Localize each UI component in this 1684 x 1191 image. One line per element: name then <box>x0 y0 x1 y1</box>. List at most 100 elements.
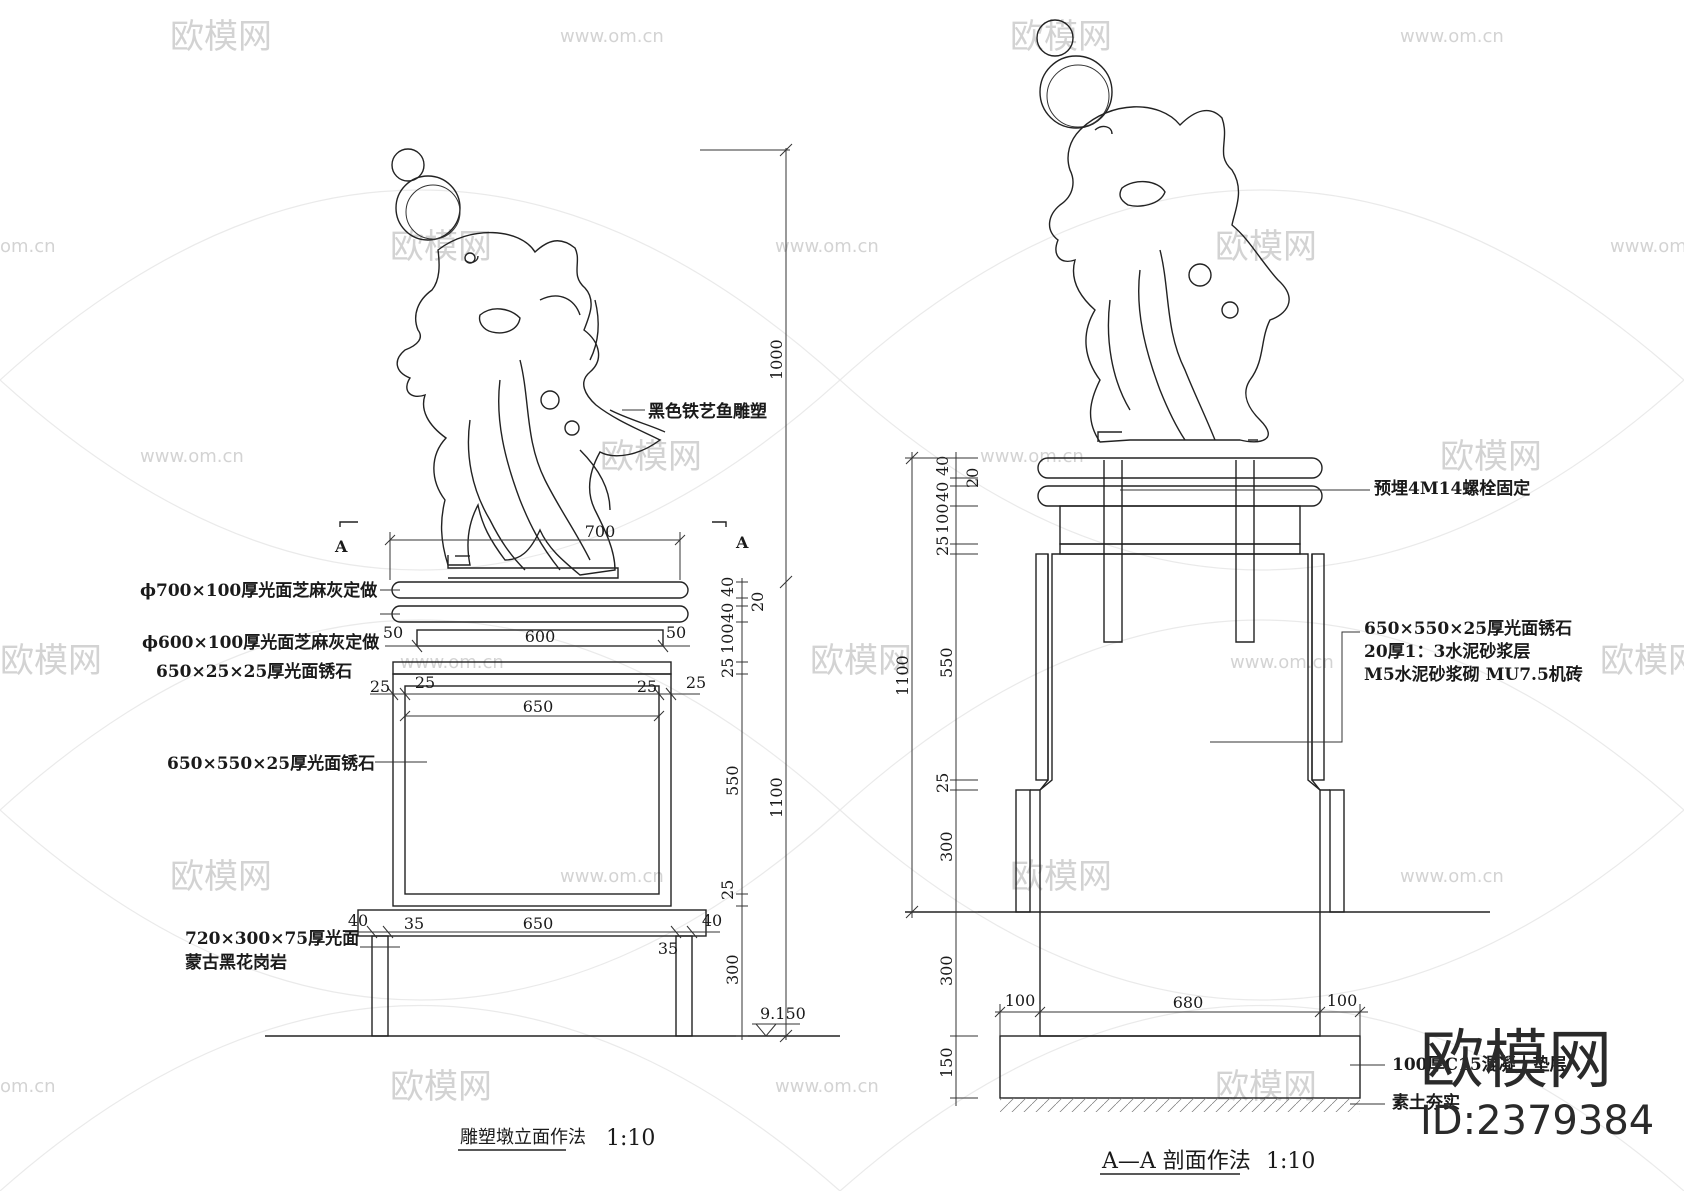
section-annotations: 预埋4M14螺栓固定 650×550×25厚光面锈石 20厚1：3水泥砂浆层 M… <box>1120 478 1583 1113</box>
dim-700: 700 <box>585 522 616 541</box>
elevation-view: 700 A A 50 600 50 25 25 25 25 <box>140 143 840 1151</box>
section-title: A—A 剖面作法 1:10 <box>1100 1149 1315 1175</box>
label-granite-2: 蒙古黑花岗岩 <box>185 952 287 973</box>
svg-text:40: 40 <box>933 456 952 476</box>
label-sculpture: 黑色铁艺鱼雕塑 <box>648 401 767 422</box>
dimension-chain-upper: 50 600 50 25 25 25 25 650 <box>370 623 706 722</box>
watermark-text: www.om.cn <box>560 26 664 47</box>
elevation-marker: 9.150 <box>760 1004 806 1023</box>
svg-text:680: 680 <box>1173 993 1204 1012</box>
svg-text:25: 25 <box>637 677 657 696</box>
label-650x25: 650×25×25厚光面锈石 <box>156 661 352 682</box>
svg-text:40: 40 <box>718 577 737 597</box>
svg-text:40: 40 <box>702 911 722 930</box>
section-dimension-vertical: 40 20 40 100 25 550 25 300 300 150 1100 <box>893 451 982 1106</box>
watermark-text: 欧模网 <box>1440 437 1542 477</box>
watermark-text: www.om.cn <box>1400 866 1504 887</box>
watermark-text: 欧模网 <box>1010 857 1112 897</box>
elevation-annotations: 黑色铁艺鱼雕塑 ϕ700×100厚光面芝麻灰定做 ϕ600×100厚光面芝麻灰定… <box>140 401 767 973</box>
brand-stamp: 欧模网 ID:2379384 <box>1420 1024 1654 1144</box>
label-concrete: 100厚C15混凝土垫层 <box>1392 1054 1567 1075</box>
svg-text:20: 20 <box>963 468 982 488</box>
section-view: 40 20 40 100 25 550 25 300 300 150 1100 <box>893 19 1583 1175</box>
base-elevation <box>265 581 840 1037</box>
drawing-title: 雕塑墩立面作法 <box>460 1127 586 1148</box>
label-mortar: 20厚1：3水泥砂浆层 <box>1364 641 1530 662</box>
watermark-text: www.om.cn <box>775 1076 879 1097</box>
label-phi700: ϕ700×100厚光面芝麻灰定做 <box>140 580 378 601</box>
label-soil: 素土夯实 <box>1392 1092 1460 1113</box>
drawing-title: A—A 剖面作法 <box>1101 1149 1251 1174</box>
svg-text:600: 600 <box>525 627 556 646</box>
watermark-text: www.om.cn <box>560 866 664 887</box>
svg-text:100: 100 <box>1005 991 1036 1010</box>
svg-text:A: A <box>334 537 348 556</box>
svg-text:1100: 1100 <box>767 777 786 818</box>
watermark-layer: 欧模网 www.om.cn 欧模网 www.om.cn om.cn 欧模网 ww… <box>0 17 1684 1191</box>
svg-text:35: 35 <box>404 914 424 933</box>
svg-text:40: 40 <box>718 603 737 623</box>
watermark-text: www.om.cn <box>775 236 879 257</box>
watermark-text: www.om.cn <box>1610 236 1684 257</box>
watermark-text: www.om.cn <box>1400 26 1504 47</box>
svg-text:550: 550 <box>937 647 956 678</box>
brand-id: ID:2379384 <box>1420 1098 1654 1144</box>
svg-text:300: 300 <box>937 831 956 862</box>
svg-text:35: 35 <box>658 939 678 958</box>
drawing-scale: 1:10 <box>1266 1149 1315 1174</box>
watermark-text: 欧模网 <box>1215 227 1317 267</box>
svg-text:40: 40 <box>933 482 952 502</box>
svg-text:25: 25 <box>686 673 706 692</box>
svg-text:100: 100 <box>933 503 952 534</box>
elevation-title: 雕塑墩立面作法 1:10 <box>458 1126 655 1151</box>
svg-text:A: A <box>735 533 749 552</box>
watermark-text: 欧模网 <box>1010 17 1112 57</box>
watermark-text: www.om.cn <box>980 446 1084 467</box>
watermark-text: 欧模网 <box>600 437 702 477</box>
label-stone: 650×550×25厚光面锈石 <box>1364 618 1572 639</box>
svg-text:100: 100 <box>1327 991 1358 1010</box>
brand-logo-text: 欧模网 <box>1420 1024 1612 1098</box>
svg-text:25: 25 <box>933 773 952 793</box>
label-bolt: 预埋4M14螺栓固定 <box>1374 478 1530 499</box>
svg-text:25: 25 <box>933 536 952 556</box>
svg-text:25: 25 <box>718 880 737 900</box>
dimension-chain-lower: 40 35 650 40 35 <box>345 911 722 958</box>
fish-sculpture-section <box>1036 19 1290 443</box>
svg-text:650: 650 <box>523 697 554 716</box>
section-pier <box>905 460 1490 1112</box>
svg-text:300: 300 <box>937 955 956 986</box>
svg-text:40: 40 <box>348 911 368 930</box>
dimension-700: 700 <box>384 522 686 580</box>
svg-text:550: 550 <box>723 765 742 796</box>
svg-text:25: 25 <box>370 677 390 696</box>
section-dimension-horizontal: 100 680 100 <box>994 991 1368 1036</box>
section-mark-left: A A <box>334 521 749 556</box>
watermark-text: om.cn <box>0 1076 56 1097</box>
watermark-text: om.cn <box>0 236 56 257</box>
watermark-text: 欧模网 <box>390 1067 492 1107</box>
label-brick: M5水泥砂浆砌 MU7.5机砖 <box>1364 664 1583 685</box>
svg-text:50: 50 <box>383 623 403 642</box>
fish-sculpture <box>391 148 666 579</box>
watermark-text: 欧模网 <box>0 641 102 681</box>
dimension-chain-vertical: 40 20 40 100 25 550 25 300 1000 1100 9.1… <box>700 143 806 1043</box>
svg-text:20: 20 <box>748 592 767 612</box>
watermark-text: 欧模网 <box>170 17 272 57</box>
watermark-text: 欧模网 <box>810 641 912 681</box>
watermark-text: 欧模网 <box>170 857 272 897</box>
svg-text:150: 150 <box>937 1047 956 1078</box>
svg-text:50: 50 <box>666 623 686 642</box>
section-cap <box>1037 457 1323 545</box>
watermark-text: 欧模网 <box>1600 641 1684 681</box>
svg-text:1000: 1000 <box>767 339 786 380</box>
watermark-text: www.om.cn <box>140 446 244 467</box>
label-phi600: ϕ600×100厚光面芝麻灰定做 <box>142 632 380 653</box>
svg-text:300: 300 <box>723 954 742 985</box>
label-650x550: 650×550×25厚光面锈石 <box>167 753 375 774</box>
svg-text:100: 100 <box>718 623 737 654</box>
svg-text:650: 650 <box>523 914 554 933</box>
svg-text:1100: 1100 <box>893 655 912 696</box>
svg-text:25: 25 <box>718 658 737 678</box>
